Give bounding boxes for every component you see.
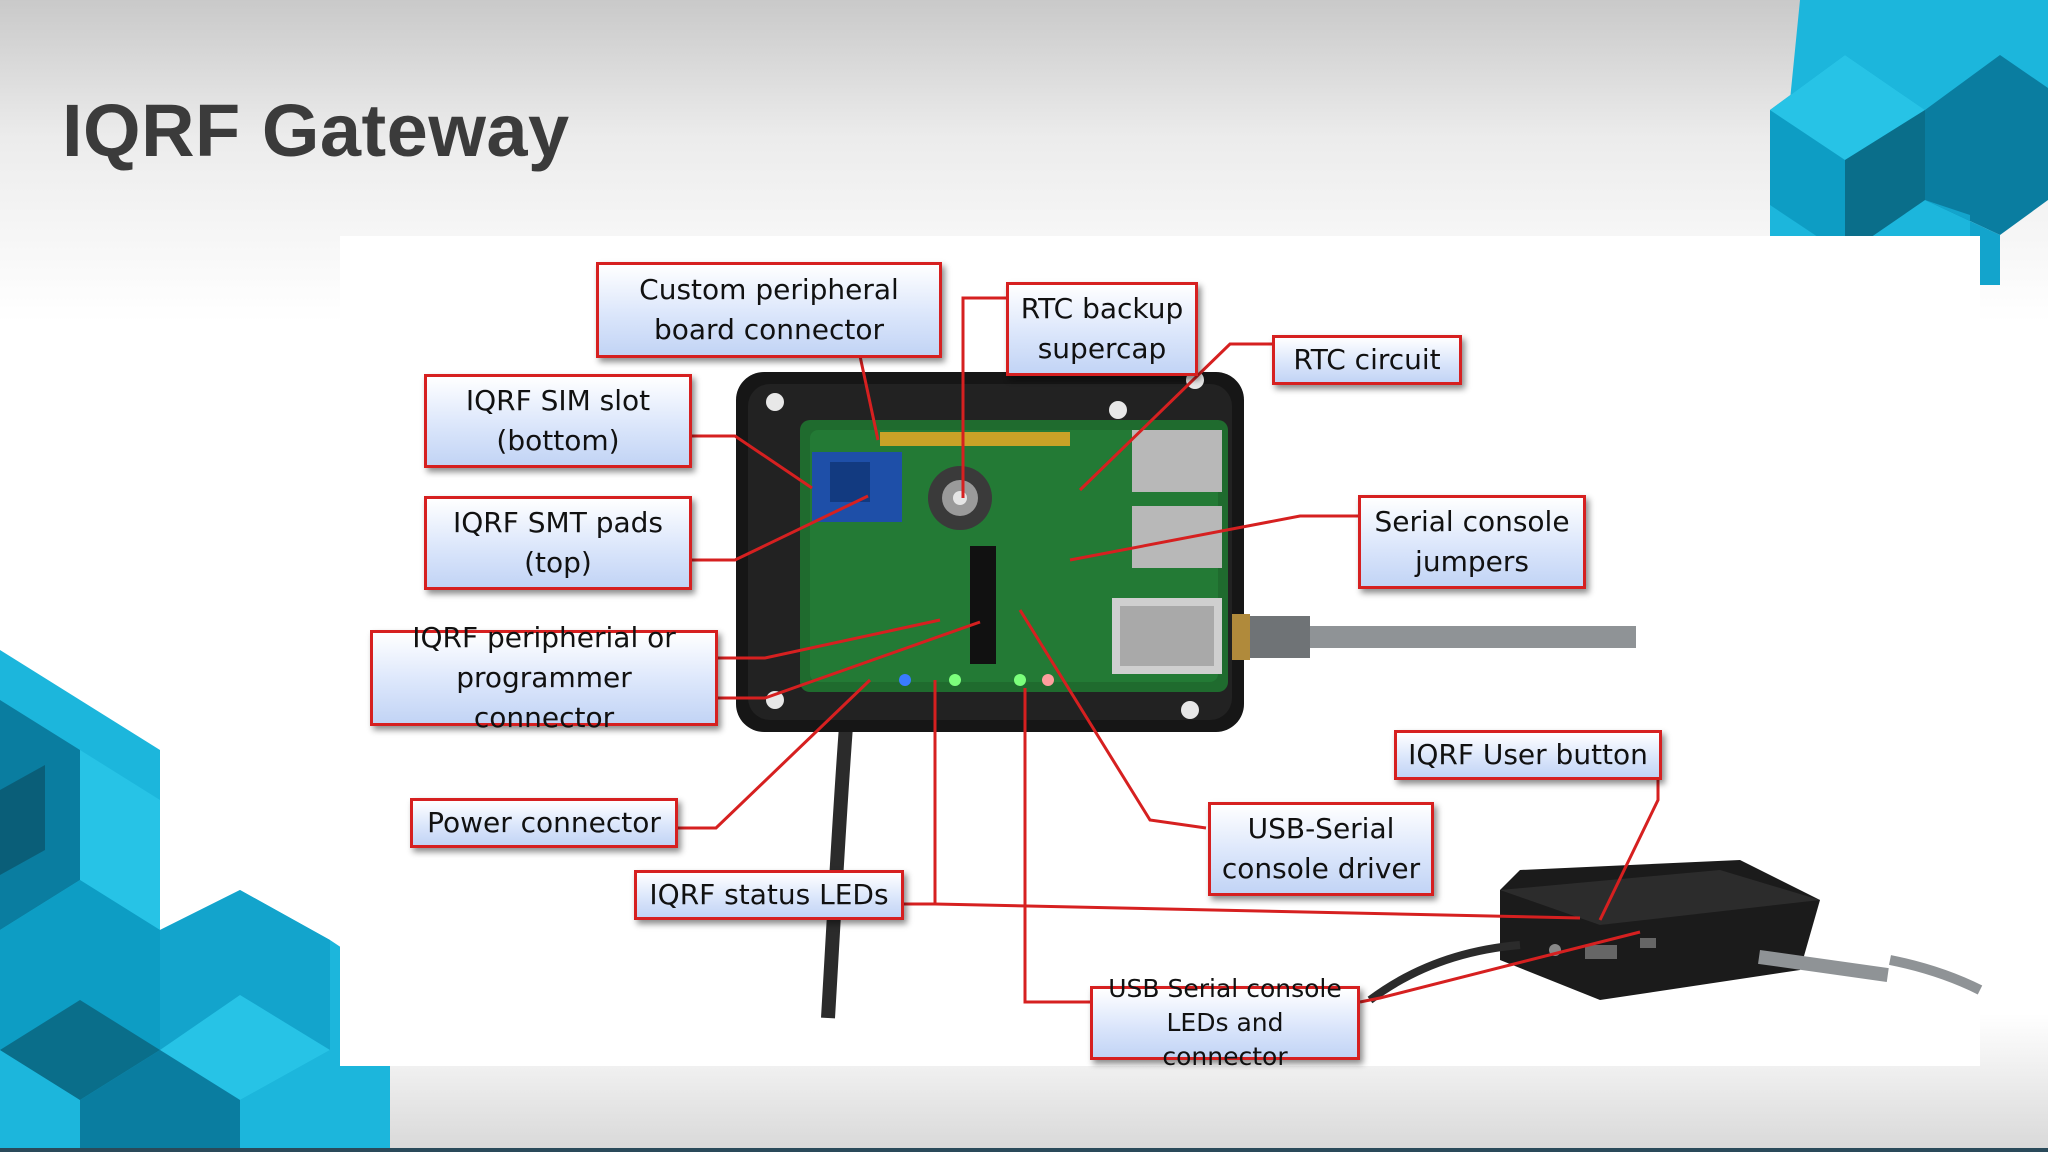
callout-sim-slot-label: IQRF SIM slot (bottom)	[465, 384, 651, 457]
callout-usb-serial-driver-label: USB-Serial console driver	[1221, 812, 1421, 885]
callout-iqrf-user-button: IQRF User button	[1394, 730, 1662, 780]
callout-iqrf-peripheral-programmer: IQRF peripherial or programmer connector	[370, 621, 718, 734]
bottom-left-cube-decoration	[0, 650, 390, 1152]
callout-peripheral-programmer-label: IQRF peripherial or programmer connector	[412, 621, 676, 734]
bottom-edge-bar	[0, 1148, 2048, 1152]
power-cable	[821, 699, 855, 1019]
top-right-cube-decoration	[1770, 0, 2048, 285]
callout-rtc-backup-label: RTC backup supercap	[1020, 292, 1184, 365]
callout-serial-console-jumpers: Serial console jumpers	[1358, 495, 1586, 589]
callout-rtc-circuit: RTC circuit	[1272, 335, 1462, 385]
header-pins-top	[880, 432, 1070, 446]
callout-rtc-backup-supercap: RTC backup supercap	[1006, 282, 1198, 376]
callout-iqrf-sim-slot: IQRF SIM slot (bottom)	[424, 374, 692, 468]
ethernet-cable	[1244, 626, 1636, 648]
callout-user-button-label: IQRF User button	[1408, 738, 1648, 771]
callout-status-leds-label: IQRF status LEDs	[649, 878, 889, 911]
usb-ports	[1112, 430, 1222, 674]
callout-custom-peripheral-connector: Custom peripheral board connector	[596, 262, 942, 358]
callout-smt-pads-label: IQRF SMT pads (top)	[453, 506, 663, 579]
page-title: IQRF Gateway	[62, 89, 570, 172]
callout-usb-serial-leds-label: USB Serial console LEDs and connector	[1108, 974, 1342, 1071]
vertical-header	[970, 546, 996, 664]
callout-power-connector-label: Power connector	[427, 806, 661, 839]
callout-custom-peripheral-label: Custom peripheral board connector	[639, 273, 899, 346]
callout-usb-serial-driver: USB-Serial console driver	[1208, 802, 1434, 896]
callout-iqrf-smt-pads: IQRF SMT pads (top)	[424, 496, 692, 590]
callout-serial-jumpers-label: Serial console jumpers	[1374, 505, 1570, 578]
callout-power-connector: Power connector	[410, 798, 678, 848]
status-leds	[899, 674, 1054, 686]
gateway-small-photo	[1367, 860, 1983, 1004]
callout-usb-serial-leds-connector: USB Serial console LEDs and connector	[1090, 974, 1360, 1071]
callout-iqrf-status-leds: IQRF status LEDs	[634, 870, 904, 920]
callout-rtc-circuit-label: RTC circuit	[1293, 343, 1441, 376]
leader-lines	[674, 296, 1660, 1004]
